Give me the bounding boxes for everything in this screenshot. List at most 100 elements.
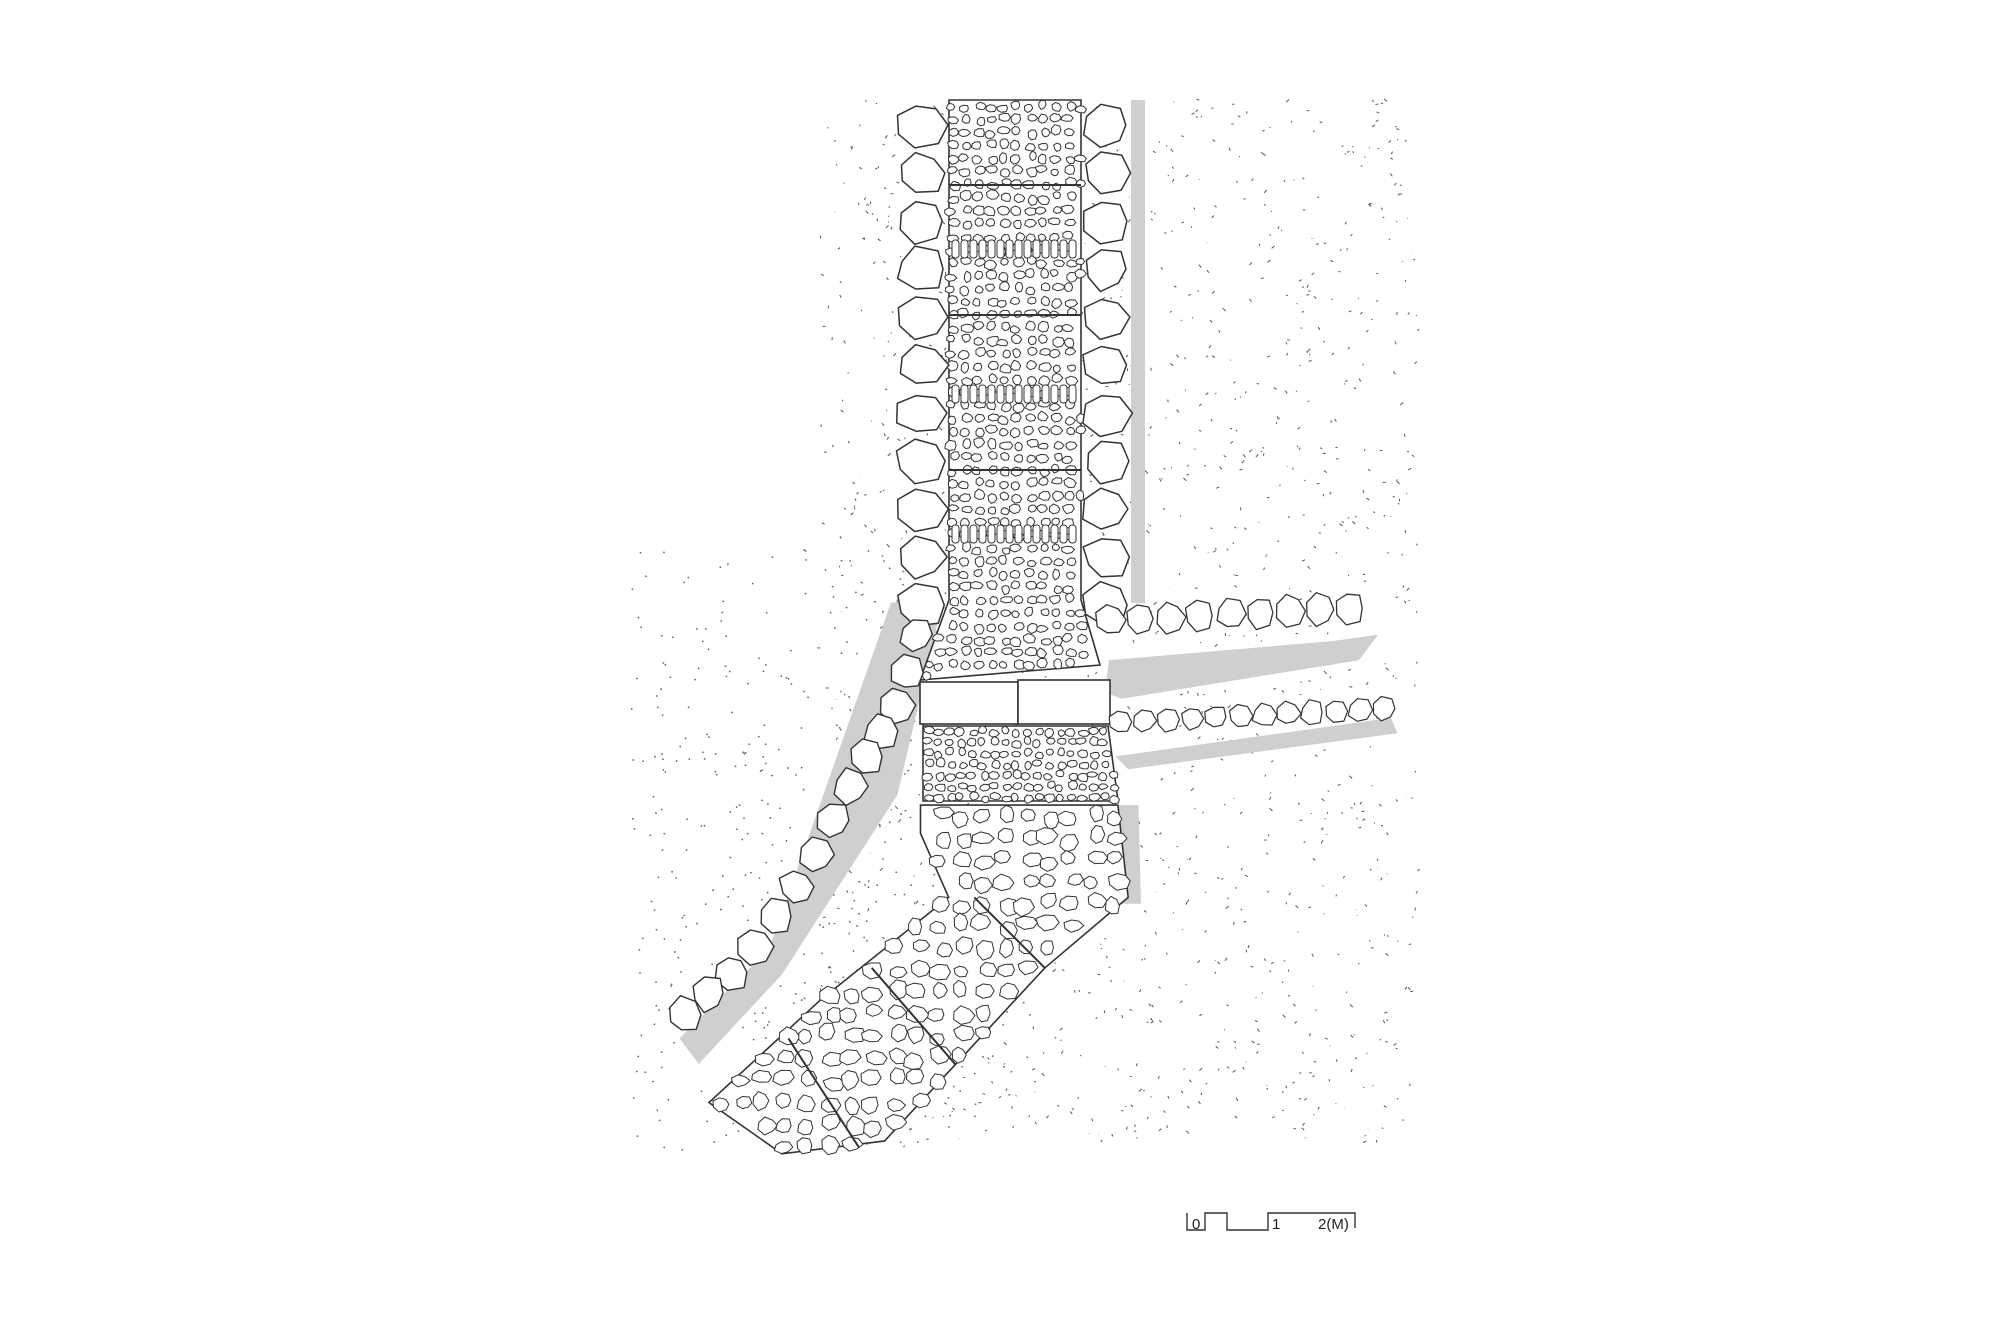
cobble-paving-stone	[1087, 892, 1108, 909]
speckle	[1267, 259, 1271, 263]
right-wall-stone	[1082, 538, 1131, 578]
speckle	[952, 1085, 955, 1088]
lower-gravel-stone	[1074, 737, 1087, 745]
channel-gravel-stone	[1040, 282, 1051, 292]
speckle	[795, 774, 797, 776]
cobble-paving-stone	[1083, 875, 1098, 890]
channel-gravel-stone	[971, 375, 983, 385]
channel-gravel-stone	[1047, 217, 1061, 225]
speckle	[1170, 148, 1174, 152]
speckle	[786, 767, 789, 769]
speckle	[1290, 120, 1293, 123]
channel-gravel-stone	[958, 128, 971, 138]
speckle	[1034, 1121, 1037, 1125]
curved-wall-stone	[816, 803, 850, 839]
channel-gravel-stone	[1052, 644, 1064, 656]
lower-gravel-stone	[1101, 761, 1110, 769]
speckle	[1359, 801, 1363, 805]
speckle	[1308, 353, 1311, 356]
speckle	[762, 670, 765, 673]
speckle	[1282, 1109, 1284, 1112]
lower-gravel-stone	[1096, 738, 1108, 747]
speckle	[639, 551, 642, 554]
speckle	[1173, 771, 1176, 775]
tile-row-brick	[960, 524, 969, 544]
speckle	[1176, 354, 1180, 358]
channel-gravel-stone	[1051, 608, 1061, 618]
speckle	[1266, 1087, 1269, 1090]
speckle	[1180, 693, 1184, 696]
lower-gravel-stone	[1090, 751, 1100, 760]
lower-gravel-stone	[1067, 794, 1077, 802]
speckle	[1411, 797, 1413, 800]
speckle	[751, 582, 754, 585]
scale-bar: 0 1 2(M)	[1186, 1212, 1356, 1233]
channel-gravel-stone	[974, 556, 985, 568]
cobble-paving-stone	[841, 1136, 864, 1152]
speckle	[1353, 802, 1356, 806]
cobble-paving-stone	[903, 1052, 924, 1070]
speckle	[706, 733, 708, 736]
speckle	[846, 641, 848, 644]
channel-gravel-stone	[1066, 364, 1077, 372]
speckle	[704, 903, 707, 906]
cobble-paving-stone	[1000, 805, 1015, 824]
lower-gravel-stone	[968, 750, 977, 758]
channel-gravel-stone	[1051, 477, 1063, 485]
cobble-paving-stone	[796, 1094, 816, 1113]
speckle	[1139, 989, 1142, 993]
paving-divider	[787, 1037, 860, 1148]
cobble-paving-stone	[755, 1052, 775, 1067]
channel-gravel-stone	[1038, 477, 1049, 486]
channel-gravel-stone	[1023, 568, 1035, 578]
speckle	[1226, 548, 1229, 551]
left-wall-stone	[900, 151, 946, 194]
channel-gravel-stone	[1013, 193, 1026, 203]
left-wall-stone	[896, 245, 944, 290]
speckle	[793, 1002, 795, 1004]
channel-gravel-stone	[1037, 113, 1049, 124]
channel-gravel-stone	[1052, 191, 1061, 200]
speckle	[1233, 1040, 1237, 1044]
speckle	[661, 714, 664, 716]
speckle	[696, 922, 698, 925]
channel-gravel-stone	[948, 504, 960, 512]
speckle	[1129, 1008, 1133, 1011]
speckle	[1193, 207, 1196, 210]
speckle	[653, 909, 656, 912]
speckle	[1120, 433, 1124, 436]
cobble-paving-stone	[752, 1091, 770, 1112]
channel-gravel-stone	[983, 205, 996, 217]
channel-gravel-stone	[1010, 139, 1021, 151]
channel-gravel-stone	[1052, 490, 1065, 502]
cobble-paving-stone	[969, 913, 992, 931]
paving-divider	[973, 896, 1046, 969]
speckle	[738, 804, 741, 807]
channel-gravel-stone	[1078, 650, 1089, 660]
lower-gravel-stone	[1002, 771, 1013, 780]
cobble-paving-stone	[992, 873, 1015, 892]
cobble-paving-stone	[906, 1005, 930, 1023]
channel-gravel-stone	[1066, 426, 1076, 436]
lower-gravel-stone	[954, 792, 964, 801]
channel-gravel-stone	[983, 636, 996, 645]
speckle	[1407, 467, 1412, 471]
channel-gravel-stone	[973, 569, 983, 578]
speckle	[735, 806, 738, 809]
speckle	[1384, 663, 1386, 665]
branch-lower-stone	[1325, 700, 1349, 723]
channel-gravel-stone	[1015, 232, 1026, 242]
speckle	[1127, 218, 1131, 223]
speckle	[1158, 1128, 1162, 1132]
speckle	[1375, 1139, 1378, 1143]
lower-gravel-stone	[1022, 728, 1033, 738]
speckle	[1032, 1067, 1036, 1071]
cobble-paving-stone	[890, 1067, 906, 1085]
speckle	[761, 799, 763, 802]
speckle	[1121, 1014, 1124, 1019]
channel-gravel-stone	[1012, 348, 1022, 359]
speckle	[655, 695, 658, 697]
speckle	[631, 588, 634, 591]
speckle	[887, 452, 891, 457]
speckle	[1385, 667, 1389, 671]
